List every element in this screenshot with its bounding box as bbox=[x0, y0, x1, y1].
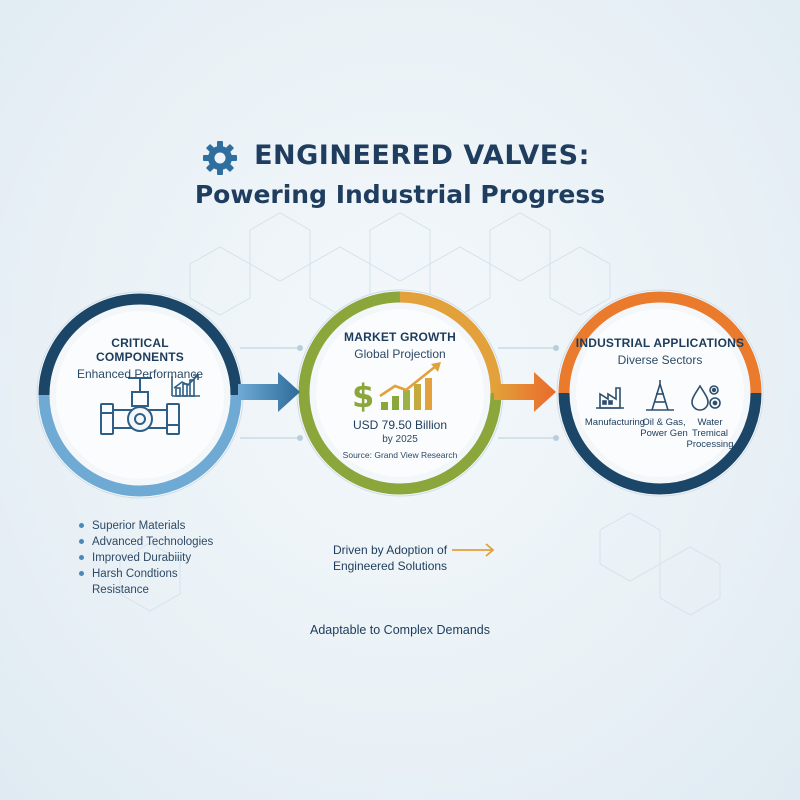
market-growth-heading: MARKET GROWTH bbox=[344, 330, 456, 344]
bar-chart-icon bbox=[171, 374, 200, 397]
arrow-blue bbox=[238, 372, 300, 412]
sector-manufacturing-label: Manufacturing bbox=[584, 417, 646, 428]
driven-by-line-2: Engineered Solutions bbox=[332, 559, 448, 573]
market-year: by 2025 bbox=[382, 434, 418, 445]
factory-icon bbox=[596, 387, 624, 409]
arrow-right-icon bbox=[452, 543, 495, 557]
arrow-orange bbox=[494, 372, 556, 412]
sector-water-label: Water Tremical Processing bbox=[682, 417, 738, 450]
driven-by-text: Driven by Adoption of Engineered Solutio… bbox=[305, 542, 475, 574]
market-growth-subheading: Global Projection bbox=[354, 347, 446, 361]
sector-oil-gas-line-2: Power Gen bbox=[640, 428, 688, 439]
market-value: USD 79.50 Billion bbox=[352, 418, 448, 432]
sector-oil-gas-line-1: Oil & Gas, bbox=[642, 417, 686, 428]
sector-water-line-3: Processing bbox=[686, 439, 734, 450]
title-line-2: Powering Industrial Progress bbox=[194, 180, 606, 209]
bullet-item: Superior Materials bbox=[78, 518, 213, 534]
sector-oil-gas-label: Oil & Gas, Power Gen bbox=[634, 417, 694, 439]
market-source: Source: Grand View Research bbox=[342, 450, 458, 460]
industrial-applications-subheading: Diverse Sectors bbox=[617, 353, 703, 367]
valve-icon bbox=[100, 377, 180, 435]
sector-water-line-2: Tremical bbox=[691, 428, 729, 439]
connector-lines bbox=[240, 347, 556, 439]
circle-market-growth bbox=[296, 289, 504, 497]
connector-dots bbox=[297, 345, 559, 441]
driven-by-line-1: Driven by Adoption of bbox=[332, 543, 448, 557]
gear-icon bbox=[203, 141, 237, 175]
sector-water-line-1: Water bbox=[697, 417, 723, 428]
circle-critical-components bbox=[36, 291, 244, 499]
bullet-item-continuation: Resistance bbox=[92, 584, 149, 596]
dollar-icon: $ bbox=[352, 377, 374, 415]
industrial-applications-heading: INDUSTRIAL APPLICATIONS bbox=[575, 336, 745, 350]
bullet-item: Advanced Technologies bbox=[78, 534, 213, 550]
footer-tagline: Adaptable to Complex Demands bbox=[310, 623, 490, 637]
water-gears-icon bbox=[691, 384, 721, 411]
critical-components-heading: CRITICAL COMPONENTS bbox=[95, 336, 184, 364]
bullet-item: Improved Durabiiity bbox=[78, 550, 213, 566]
growth-chart-icon bbox=[379, 362, 441, 410]
circle-industrial-applications bbox=[556, 289, 764, 497]
oil-rig-icon bbox=[646, 380, 674, 411]
critical-components-subheading: Enhanced Performance bbox=[76, 367, 204, 381]
title-line-1: ENGINEERED VALVES: bbox=[254, 140, 590, 171]
bullet-item: Harsh Condtions bbox=[78, 566, 213, 582]
feature-bullet-list: Superior Materials Advanced Technologies… bbox=[78, 518, 213, 598]
